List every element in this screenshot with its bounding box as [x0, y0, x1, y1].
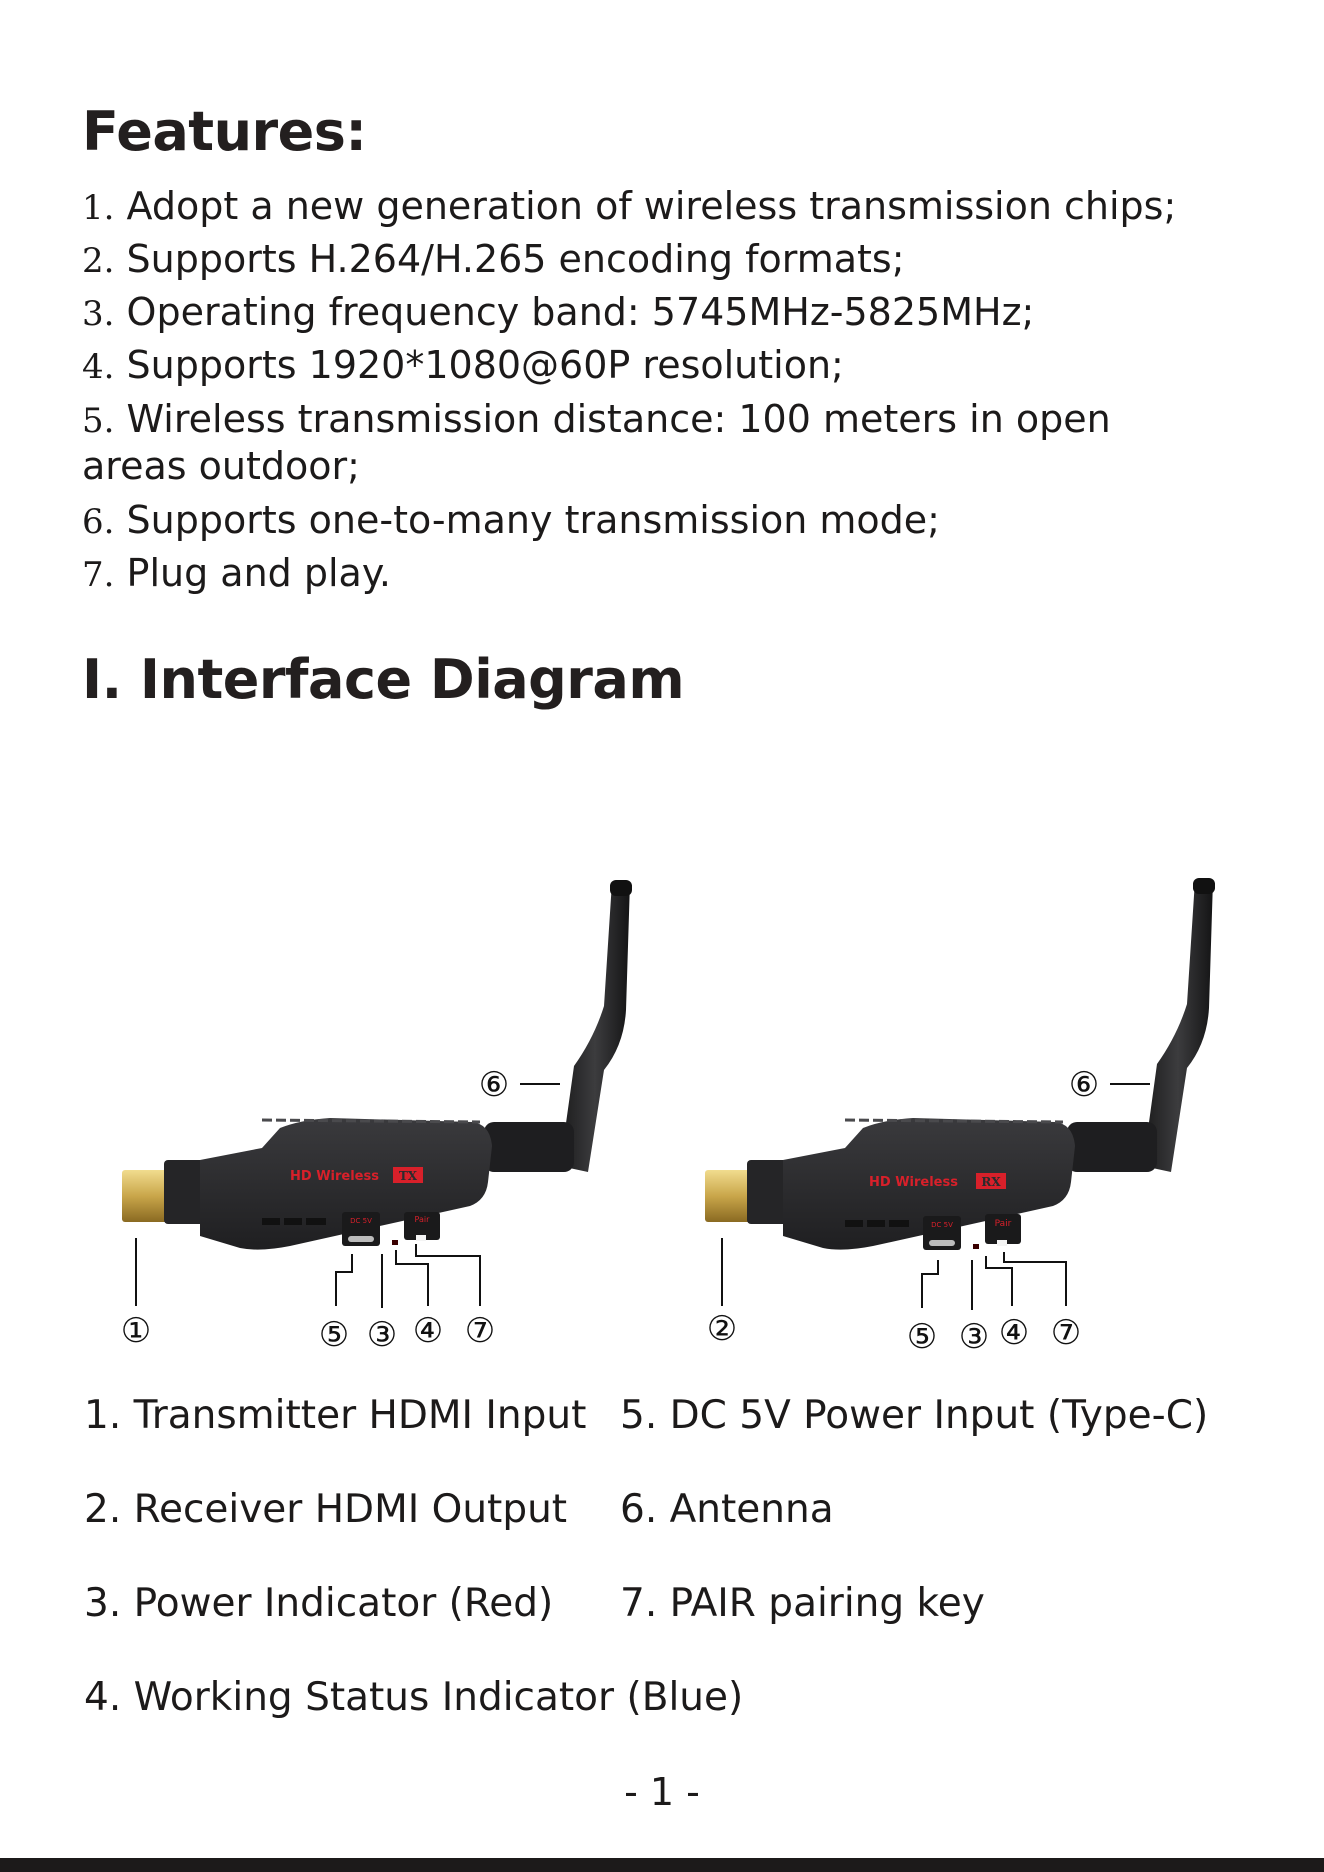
legend-item-2: 2. Receiver HDMI Output: [84, 1487, 568, 1532]
callout-2: ②: [707, 1309, 737, 1349]
tx-power-led: [392, 1240, 398, 1245]
tx-hdmi-plug: [122, 1170, 170, 1222]
feature-item-5-continuation: areas outdoor;: [82, 444, 360, 488]
legend-item-5: 5. DC 5V Power Input (Type-C): [620, 1393, 1209, 1438]
receiver-device: HD Wireless RX DC 5V Pair: [705, 878, 1215, 1250]
rx-status-led: [997, 1240, 1007, 1246]
callout-1: ①: [121, 1311, 151, 1351]
rx-port-label: DC 5V: [931, 1221, 953, 1229]
rx-badge: RX: [981, 1175, 1001, 1189]
feature-item-4: 4. Supports 1920*1080@60P resolution;: [82, 343, 844, 387]
rx-antenna: [1067, 878, 1215, 1172]
interface-diagram: HD Wireless TX DC 5V Pair ① ⑤ ③ ④ ⑦ ⑥: [121, 878, 1215, 1357]
feature-item-3: 3. Operating frequency band: 5745MHz-582…: [82, 290, 1035, 334]
legend-item-6: 6. Antenna: [620, 1487, 834, 1532]
page-number: - 1 -: [624, 1770, 700, 1814]
rx-callout-6: ⑥: [1069, 1065, 1099, 1105]
feature-item-6: 6. Supports one-to-many transmission mod…: [82, 498, 940, 542]
rx-callout-4: ④: [999, 1313, 1029, 1353]
rx-brand-label: HD Wireless: [869, 1175, 958, 1190]
interface-diagram-heading: I. Interface Diagram: [82, 648, 685, 711]
tx-badge: TX: [399, 1169, 418, 1183]
legend-item-1: 1. Transmitter HDMI Input: [84, 1393, 587, 1438]
tx-status-led: [416, 1235, 426, 1241]
rx-callout-3: ③: [959, 1317, 989, 1357]
tx-callout-6: ⑥: [479, 1065, 509, 1105]
legend-item-7: 7. PAIR pairing key: [620, 1581, 985, 1626]
tx-callout-5: ⑤: [319, 1315, 349, 1355]
tx-callout-3: ③: [367, 1315, 397, 1355]
rx-pair-label: Pair: [995, 1219, 1012, 1229]
bottom-rule: [0, 1858, 1324, 1872]
rx-power-led: [973, 1244, 979, 1249]
feature-item-2: 2. Supports H.264/H.265 encoding formats…: [82, 237, 905, 281]
feature-item-5: 5. Wireless transmission distance: 100 m…: [82, 397, 1111, 441]
tx-antenna: [484, 880, 632, 1172]
tx-port-label: DC 5V: [350, 1217, 372, 1225]
feature-item-1: 1. Adopt a new generation of wireless tr…: [82, 184, 1177, 228]
rx-type-c-port: [929, 1240, 955, 1246]
rx-callout-7: ⑦: [1051, 1313, 1081, 1353]
transmitter-device: HD Wireless TX DC 5V Pair: [122, 880, 632, 1250]
tx-pair-label: Pair: [415, 1215, 431, 1224]
tx-type-c-port: [348, 1236, 374, 1242]
rx-callout-5: ⑤: [907, 1317, 937, 1357]
feature-item-7: 7. Plug and play.: [82, 551, 391, 595]
rx-hdmi-plug: [705, 1170, 753, 1222]
tx-callout-7: ⑦: [465, 1311, 495, 1351]
legend-item-4: 4. Working Status Indicator (Blue): [84, 1675, 744, 1720]
legend-item-3: 3. Power Indicator (Red): [84, 1581, 554, 1626]
tx-callout-4: ④: [413, 1311, 443, 1351]
tx-brand-label: HD Wireless: [290, 1169, 379, 1184]
features-heading: Features:: [82, 100, 367, 163]
